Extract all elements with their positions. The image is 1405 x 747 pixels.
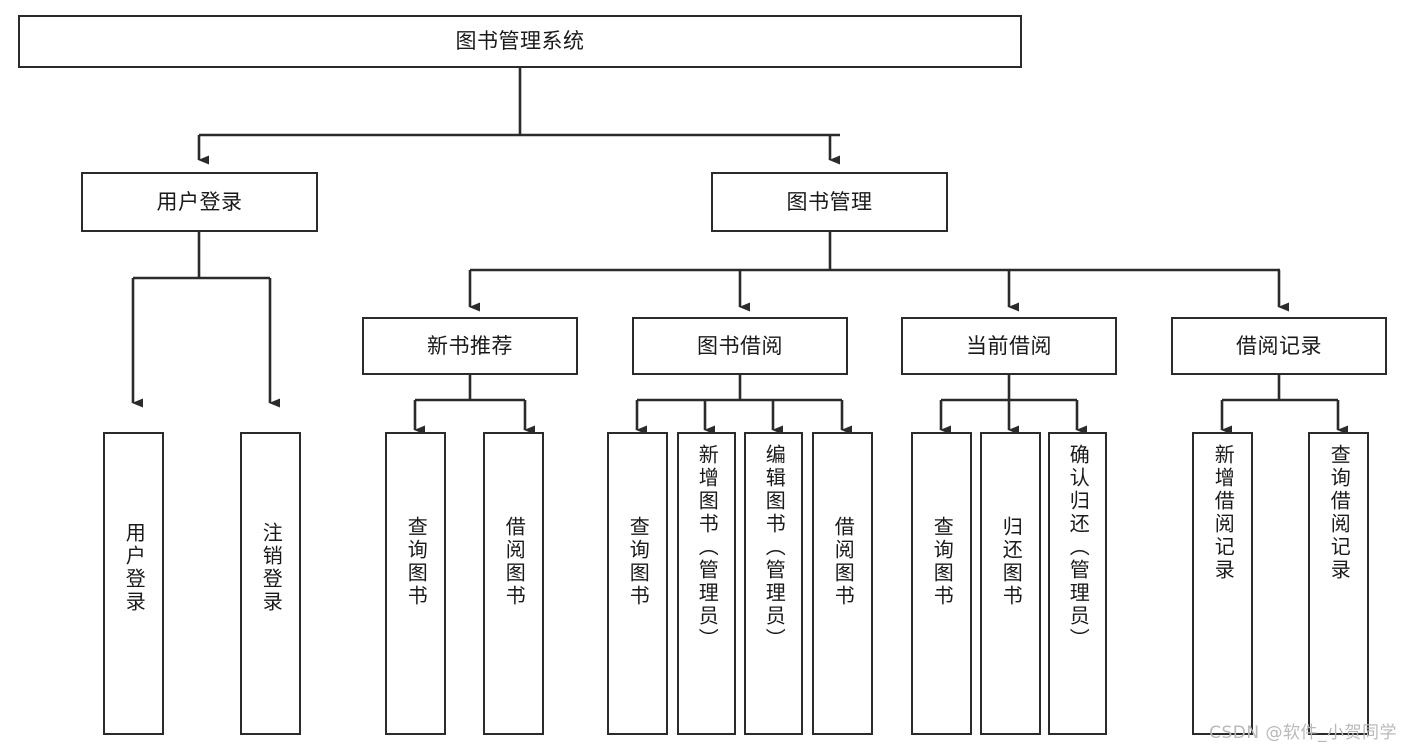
- leaf-add-borrow-record[interactable]: 新增借阅记录: [1192, 432, 1253, 735]
- leaf-query-book-current-label: 查询图书: [930, 516, 955, 608]
- leaf-query-book-recommend-label: 查询图书: [404, 516, 429, 608]
- watermark-text: CSDN @软件_小贺同学: [1209, 723, 1397, 743]
- leaf-add-book-admin-label: 新增图书（管理员）: [695, 444, 720, 651]
- leaf-borrow-book-borrow-label: 借阅图书: [831, 516, 856, 608]
- leaf-query-borrow-record[interactable]: 查询借阅记录: [1308, 432, 1369, 735]
- leaf-edit-book-admin-label: 编辑图书（管理员）: [762, 444, 787, 651]
- leaf-query-book-borrow[interactable]: 查询图书: [607, 432, 668, 735]
- leaf-query-borrow-record-label: 查询借阅记录: [1327, 444, 1352, 582]
- edges: [131, 68, 1348, 435]
- node-current-borrow-label: 当前借阅: [966, 333, 1052, 358]
- leaf-return-book-label: 归还图书: [999, 516, 1024, 608]
- leaf-borrow-book-borrow[interactable]: 借阅图书: [812, 432, 873, 735]
- node-root-label: 图书管理系统: [455, 29, 585, 54]
- node-new-book-recommend[interactable]: 新书推荐: [362, 317, 578, 375]
- leaf-borrow-book-recommend-label: 借阅图书: [502, 516, 527, 608]
- leaf-user-login-label: 用户登录: [122, 522, 147, 614]
- leaf-logout[interactable]: 注销登录: [240, 432, 301, 735]
- leaf-borrow-book-recommend[interactable]: 借阅图书: [483, 432, 544, 735]
- node-root[interactable]: 图书管理系统: [18, 15, 1022, 68]
- leaf-add-borrow-record-label: 新增借阅记录: [1211, 444, 1236, 582]
- leaf-user-login[interactable]: 用户登录: [103, 432, 164, 735]
- leaf-confirm-return-admin[interactable]: 确认归还（管理员）: [1048, 432, 1107, 735]
- leaf-query-book-borrow-label: 查询图书: [626, 516, 651, 608]
- node-book-manage-label: 图书管理: [786, 189, 873, 214]
- node-borrow-record-label: 借阅记录: [1236, 333, 1322, 358]
- node-current-borrow[interactable]: 当前借阅: [901, 317, 1117, 375]
- node-new-book-recommend-label: 新书推荐: [427, 333, 513, 358]
- leaf-return-book[interactable]: 归还图书: [980, 432, 1041, 735]
- node-book-borrow-label: 图书借阅: [697, 333, 783, 358]
- node-borrow-record[interactable]: 借阅记录: [1171, 317, 1387, 375]
- leaf-logout-label: 注销登录: [259, 522, 284, 614]
- node-book-borrow[interactable]: 图书借阅: [632, 317, 848, 375]
- node-user-login[interactable]: 用户登录: [81, 172, 318, 232]
- leaf-query-book-recommend[interactable]: 查询图书: [385, 432, 446, 735]
- leaf-add-book-admin[interactable]: 新增图书（管理员）: [677, 432, 736, 735]
- leaf-query-book-current[interactable]: 查询图书: [911, 432, 972, 735]
- node-user-login-label: 用户登录: [156, 189, 243, 214]
- leaf-edit-book-admin[interactable]: 编辑图书（管理员）: [744, 432, 803, 735]
- leaf-confirm-return-admin-label: 确认归还（管理员）: [1066, 444, 1091, 651]
- node-book-manage[interactable]: 图书管理: [711, 172, 948, 232]
